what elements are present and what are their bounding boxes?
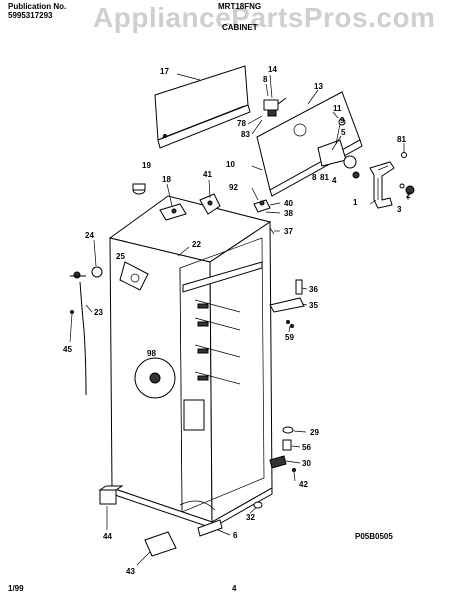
part-19 <box>132 183 146 195</box>
section-title: CABINET <box>222 23 258 32</box>
publication-number: 5995317293 <box>8 11 53 20</box>
label-32: 32 <box>246 513 255 522</box>
label-59: 59 <box>285 333 294 342</box>
label-22: 22 <box>192 240 201 249</box>
label-13: 13 <box>314 82 323 91</box>
label-78: 78 <box>237 119 246 128</box>
part-32 <box>253 501 263 509</box>
watermark: AppliancePartsPros.com <box>93 2 436 33</box>
cabinet-shell <box>108 195 273 529</box>
footer-date: 1/99 <box>8 584 24 593</box>
drawing-code: P05B0505 <box>355 532 393 541</box>
label-6b: 6 <box>233 531 238 540</box>
label-1: 1 <box>353 198 358 207</box>
label-24: 24 <box>85 231 94 240</box>
label-92: 92 <box>229 183 238 192</box>
control-knob-assembly <box>317 139 360 179</box>
label-11: 11 <box>333 104 342 113</box>
label-44: 44 <box>103 532 112 541</box>
label-56: 56 <box>302 443 311 452</box>
label-5: 5 <box>341 128 346 137</box>
label-10: 10 <box>226 160 235 169</box>
label-98: 98 <box>147 349 156 358</box>
part-25 <box>119 261 149 291</box>
label-35: 35 <box>309 301 318 310</box>
label-9: 9 <box>340 116 345 125</box>
part-29 <box>282 426 294 434</box>
top-panel-17 <box>154 65 251 149</box>
label-2: 2 <box>406 191 411 200</box>
label-25: 25 <box>116 252 125 261</box>
label-19: 19 <box>142 161 151 170</box>
part-36 <box>295 279 303 295</box>
publication-label: Publication No. <box>8 2 67 11</box>
label-14: 14 <box>268 65 277 74</box>
label-8b: 8 <box>312 173 317 182</box>
part-56 <box>282 439 292 451</box>
part-43 <box>144 531 177 557</box>
label-17: 17 <box>160 67 169 76</box>
label-83: 83 <box>241 130 250 139</box>
label-30: 30 <box>302 459 311 468</box>
label-43: 43 <box>126 567 135 576</box>
part-35 <box>269 297 305 313</box>
label-81a: 81 <box>397 135 406 144</box>
label-4: 4 <box>332 176 337 185</box>
label-8a: 8 <box>263 75 268 84</box>
label-3: 3 <box>397 205 402 214</box>
label-45: 45 <box>63 345 72 354</box>
label-38: 38 <box>284 209 293 218</box>
label-37: 37 <box>284 227 293 236</box>
part-30 <box>269 455 287 469</box>
label-29: 29 <box>310 428 319 437</box>
footer-page: 4 <box>232 584 237 593</box>
label-40: 40 <box>284 199 293 208</box>
label-36: 36 <box>309 285 318 294</box>
part-6 <box>197 519 223 537</box>
part-44 <box>99 489 117 505</box>
model-number: MRT18FNG <box>218 2 262 11</box>
label-41: 41 <box>203 170 212 179</box>
label-18: 18 <box>162 175 171 184</box>
door-handle-1 <box>369 161 395 209</box>
label-42: 42 <box>299 480 308 489</box>
part-98 <box>134 357 176 399</box>
drain-tube-23 <box>70 266 103 396</box>
thermostat-bracket <box>263 97 287 117</box>
label-23: 23 <box>94 308 103 317</box>
label-81b: 81 <box>320 173 329 182</box>
